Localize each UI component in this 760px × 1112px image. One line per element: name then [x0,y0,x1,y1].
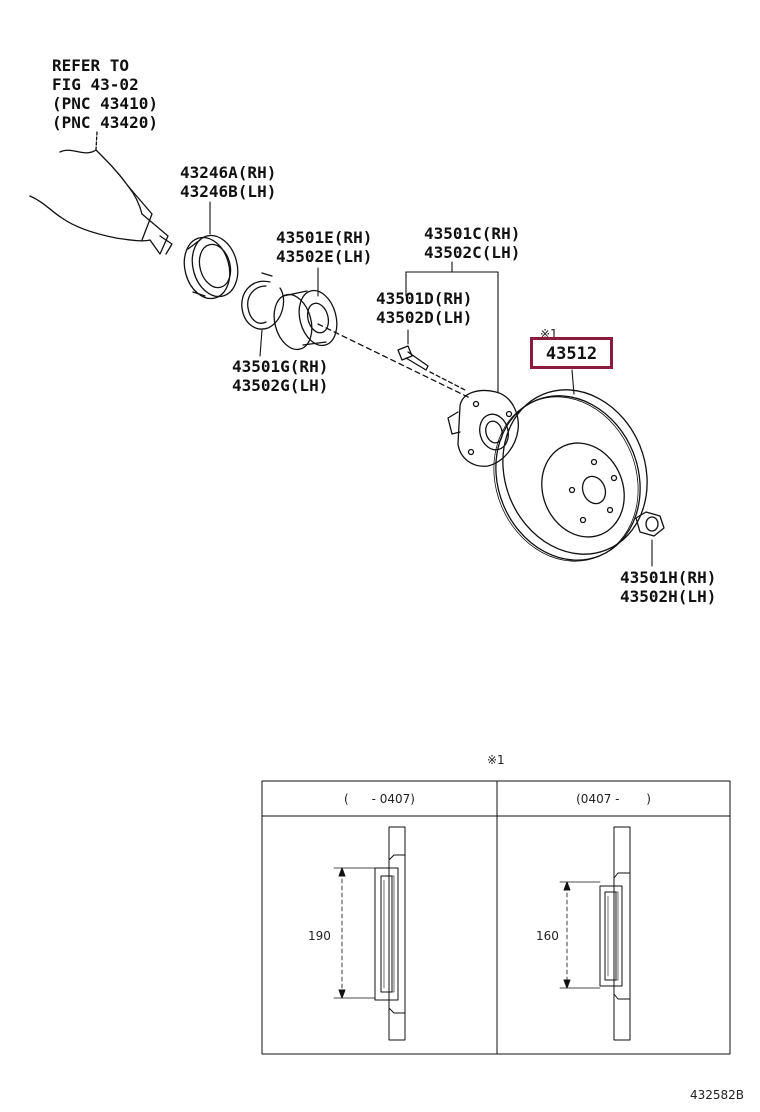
hub-bolt-drawing [397,345,466,391]
hub-label-rh: 43501C(RH) [424,224,521,243]
hub-label-lh: 43502C(LH) [424,243,521,262]
refer-label-line1: REFER TO [52,56,130,75]
leader-lines [209,201,653,567]
snap-ring-label-rh: 43501G(RH) [232,357,329,376]
highlighted-part-number: 43512 [545,344,598,364]
hub-bolt-label-rh: 43501D(RH) [376,289,473,308]
bearing-label-rh: 43501E(RH) [276,228,373,247]
hub-nut-drawing [635,511,665,537]
hub-nut-label-rh: 43501H(RH) [620,568,717,587]
refer-label-line2: FIG 43-02 [52,75,139,94]
rotor-section-new [559,826,631,1041]
oil-seal-drawing [183,234,239,300]
disc-rotor-drawing [493,389,648,562]
snap-ring-label-lh: 43502G(LH) [232,376,329,395]
detail-table-drawing [261,780,731,1055]
table-header-old: ( - 0407) [344,792,415,806]
rotor-section-old [333,826,406,1041]
refer-label-line4: (PNC 43420) [52,113,158,132]
snap-ring-drawing [241,272,285,330]
hub-bolt-label-lh: 43502D(LH) [376,308,473,327]
highlighted-part-box[interactable]: 43512 [530,337,613,369]
figure-code: 432582B [690,1088,745,1102]
table-header-new: (0407 - ) [576,792,651,806]
table-note-mark: ※1 [487,753,505,767]
bearing-label-lh: 43502E(LH) [276,247,373,266]
bearing-drawing [273,289,338,351]
axle-hub-drawing [447,389,519,467]
refer-label-line3: (PNC 43410) [52,94,158,113]
oil-seal-label-lh: 43246B(LH) [180,182,277,201]
dimension-new: 160 [536,929,559,943]
assembly-dashed-line [317,323,471,399]
drive-shaft-drawing [29,131,173,255]
oil-seal-label-rh: 43246A(RH) [180,163,277,182]
dimension-old: 190 [308,929,331,943]
hub-nut-label-lh: 43502H(LH) [620,587,717,606]
